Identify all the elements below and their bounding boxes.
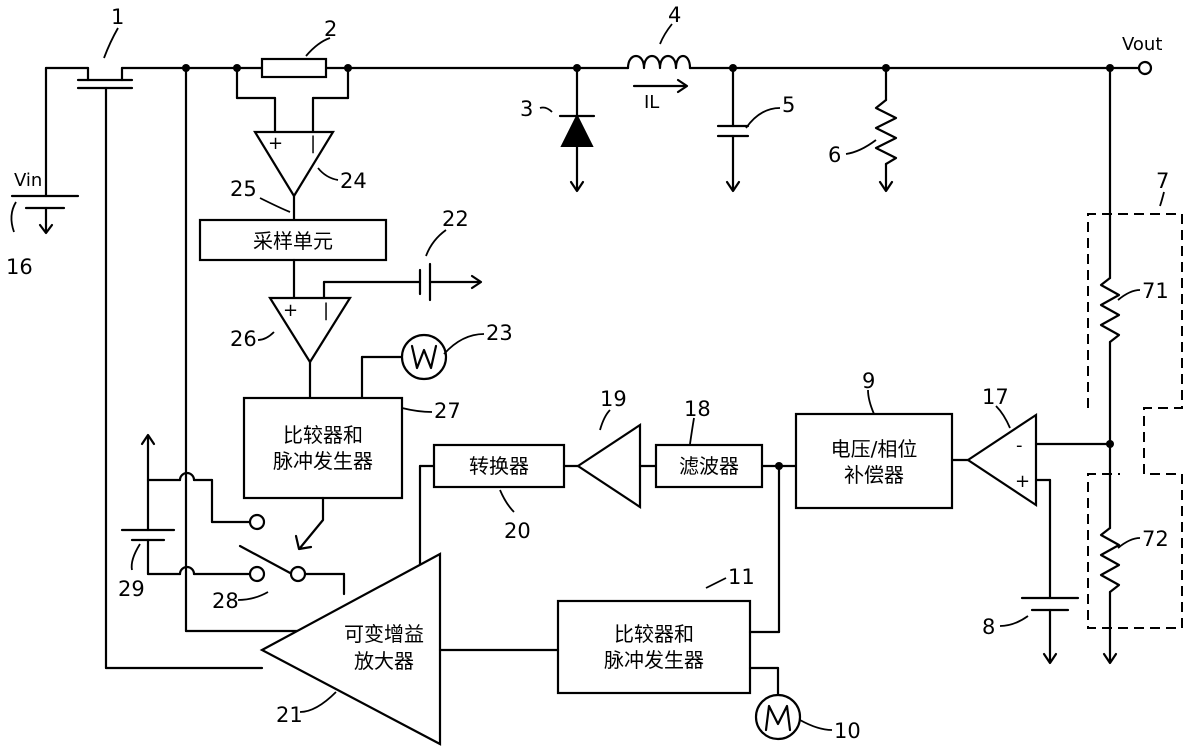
ref-4: 4 bbox=[668, 3, 681, 27]
ref-27: 27 bbox=[434, 399, 461, 423]
switch-transistor bbox=[44, 66, 134, 670]
sense-resistor bbox=[260, 57, 328, 79]
ref-8: 8 bbox=[982, 615, 995, 639]
ref-2: 2 bbox=[324, 17, 337, 41]
ref-3: 3 bbox=[520, 97, 533, 121]
ref-18: 18 bbox=[684, 397, 711, 421]
sense-wiring bbox=[235, 66, 350, 134]
switch-control-arrow bbox=[294, 496, 325, 551]
load-resistor-6 bbox=[874, 66, 898, 193]
left-feeds bbox=[104, 66, 302, 670]
ref-29: 29 bbox=[118, 577, 145, 601]
ref-28: 28 bbox=[212, 589, 239, 613]
reference-22 bbox=[322, 262, 483, 302]
ref-23: 23 bbox=[486, 321, 513, 345]
leader-lines bbox=[103, 23, 1165, 731]
ref-26: 26 bbox=[230, 327, 257, 351]
converter-path bbox=[418, 464, 436, 566]
amp17-minus: - bbox=[1016, 435, 1023, 456]
filter-label: 滤波器 bbox=[679, 454, 739, 478]
compensator-line1: 电压/相位 bbox=[831, 437, 918, 461]
amp26-minus: | bbox=[323, 300, 329, 321]
ref-7: 7 bbox=[1156, 169, 1169, 193]
ref-22: 22 bbox=[442, 207, 469, 231]
vin-label: Vin bbox=[14, 170, 42, 191]
vout-terminal bbox=[1137, 60, 1153, 76]
ref-9: 9 bbox=[862, 369, 875, 393]
ref-21: 21 bbox=[276, 703, 303, 727]
feedback-divider bbox=[1099, 66, 1121, 665]
comparator-pulse-gen-27 bbox=[242, 396, 404, 500]
vga-line2: 放大器 bbox=[354, 649, 414, 673]
inductor-current-label: IL bbox=[644, 92, 659, 113]
vin-source bbox=[10, 194, 80, 235]
comparator-26 bbox=[268, 296, 352, 365]
vout-label: Vout bbox=[1122, 34, 1162, 55]
ref-72: 72 bbox=[1142, 527, 1169, 551]
error-amp-wiring bbox=[1020, 440, 1114, 665]
oscillator-23 bbox=[360, 333, 448, 400]
capacitor-5 bbox=[716, 66, 750, 193]
ref-11: 11 bbox=[728, 565, 755, 589]
divider-dashed-outline bbox=[1087, 213, 1183, 629]
voltage-phase-compensator bbox=[794, 412, 954, 510]
amp24-plus: + bbox=[268, 133, 283, 154]
inductor-4 bbox=[626, 54, 692, 94]
sense-amplifier bbox=[253, 130, 335, 199]
compensator-line2: 补偿器 bbox=[844, 463, 904, 487]
amplifier-19 bbox=[576, 422, 642, 510]
reference-numbers: 1 2 3 4 5 6 7 8 9 10 11 16 17 18 19 20 2… bbox=[6, 3, 1169, 743]
converter-label: 转换器 bbox=[469, 454, 529, 478]
comparator-27-line1: 比较器和 bbox=[283, 423, 363, 447]
oscillator-10 bbox=[754, 693, 802, 741]
switch-28 bbox=[120, 433, 346, 596]
ref-20: 20 bbox=[504, 519, 531, 543]
amp26-plus: + bbox=[283, 300, 298, 321]
comparator-pulse-gen-11 bbox=[556, 599, 752, 695]
ref-71: 71 bbox=[1142, 279, 1169, 303]
comparator-11-line2: 脉冲发生器 bbox=[604, 648, 704, 672]
ref-24: 24 bbox=[340, 169, 367, 193]
filter-box bbox=[654, 443, 764, 489]
error-amplifier-17 bbox=[966, 412, 1038, 508]
ref-25: 25 bbox=[230, 177, 257, 201]
vga-line1: 可变增益 bbox=[344, 622, 424, 646]
ref-5: 5 bbox=[782, 93, 795, 117]
ref-19: 19 bbox=[600, 387, 627, 411]
sampling-unit-box bbox=[198, 218, 388, 262]
ref-10: 10 bbox=[834, 719, 861, 743]
ref-17: 17 bbox=[982, 385, 1009, 409]
comparator-11-line1: 比较器和 bbox=[614, 622, 694, 646]
amp17-plus: + bbox=[1015, 471, 1030, 492]
ref-16: 16 bbox=[6, 255, 33, 279]
comparator-27-line2: 脉冲发生器 bbox=[273, 449, 373, 473]
diode-3 bbox=[558, 66, 596, 193]
amp24-minus: | bbox=[310, 133, 316, 154]
ref-6: 6 bbox=[828, 143, 841, 167]
comparator-11-wiring bbox=[438, 464, 781, 697]
sampling-unit-label: 采样单元 bbox=[253, 229, 333, 253]
ref-1: 1 bbox=[111, 5, 124, 29]
converter-box bbox=[432, 443, 566, 489]
